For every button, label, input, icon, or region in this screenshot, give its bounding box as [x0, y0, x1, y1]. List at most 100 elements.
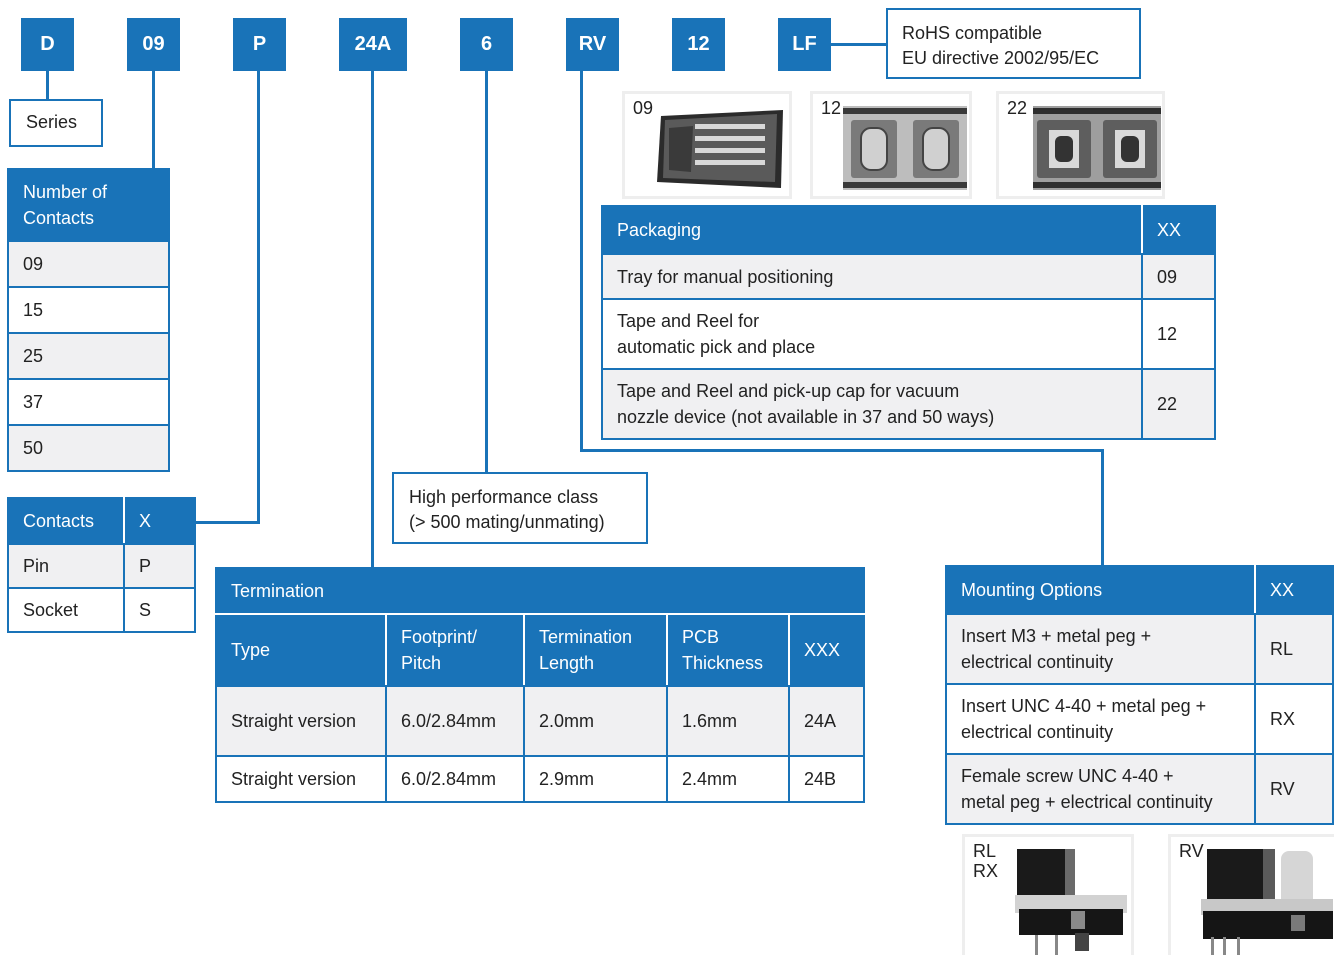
contacts-type-label: Socket — [7, 587, 125, 633]
series-label: Series — [9, 99, 103, 147]
packaging-desc-cell: Tape and Reel and pick-up cap for vacuum… — [601, 368, 1143, 440]
termination-header-footprint-line-2: Pitch — [401, 653, 442, 673]
table-row: Socket S — [7, 587, 196, 633]
contacts-type-header: Contacts X — [7, 497, 196, 545]
mounting-table: Mounting Options XX Insert M3 + metal pe… — [945, 565, 1334, 825]
mounting-desc-cell: Insert M3 + metal peg + electrical conti… — [945, 613, 1256, 685]
tape-reel-photo-icon — [843, 106, 967, 190]
termination-header-type: Type — [215, 613, 387, 687]
table-row: 25 — [7, 332, 170, 380]
termination-header-length: Termination Length — [523, 613, 668, 687]
termination-title: Termination — [215, 567, 865, 615]
table-row: 50 — [7, 424, 170, 472]
termination-header-pcb-line-1: PCB — [682, 627, 720, 647]
mounting-desc-cell: Insert UNC 4-40 + metal peg + electrical… — [945, 683, 1256, 755]
connector-line — [152, 71, 155, 169]
mounting-desc-line-1: Insert UNC 4-40 + metal peg + — [961, 696, 1207, 716]
contacts-number-cell: 09 — [7, 240, 170, 288]
mounting-photo-rv: RV — [1168, 834, 1334, 955]
termination-length-cell: 2.0mm — [523, 685, 668, 757]
contacts-number-cell: 37 — [7, 378, 170, 426]
packaging-photo-tray: 09 — [622, 91, 792, 199]
table-row: 09 — [7, 240, 170, 288]
packaging-code-cell: 22 — [1141, 368, 1216, 440]
termination-footprint-cell: 6.0/2.84mm — [385, 755, 525, 803]
code-performance: 6 — [460, 18, 513, 71]
mounting-code-cell: RV — [1254, 753, 1334, 825]
packaging-code-cell: 09 — [1141, 253, 1216, 300]
termination-header-length-line-2: Length — [539, 653, 595, 673]
packaging-desc-line-2: nozzle device (not available in 37 and 5… — [617, 407, 995, 427]
termination-header-pcb-line-2: Thickness — [682, 653, 764, 673]
termination-table: Termination Type Footprint/ Pitch Termin… — [215, 567, 865, 803]
connector-line — [371, 71, 374, 569]
contacts-number-header-line-2: Contacts — [23, 208, 95, 228]
packaging-desc-line-1: Tray for manual positioning — [617, 266, 834, 287]
rohs-note: RoHS compatible EU directive 2002/95/EC — [886, 8, 1141, 79]
packaging-photo-label: 12 — [821, 98, 842, 118]
connector-line — [257, 71, 260, 524]
termination-header-footprint: Footprint/ Pitch — [385, 613, 525, 687]
mounting-code-cell: RL — [1254, 613, 1334, 685]
mounting-photo-label-line-1: RL — [973, 841, 997, 861]
mounting-desc-line-1: Female screw UNC 4-40 + — [961, 766, 1174, 786]
table-row: Female screw UNC 4-40 + metal peg + elec… — [945, 753, 1334, 825]
termination-header-length-line-1: Termination — [539, 627, 633, 647]
contacts-number-header: Number of Contacts — [7, 168, 170, 242]
termination-code-cell: 24A — [788, 685, 865, 757]
packaging-desc-cell: Tray for manual positioning — [601, 253, 1143, 300]
packaging-photo-reel-cap: 22 — [996, 91, 1165, 199]
table-row: 37 — [7, 378, 170, 426]
mounting-photo-label-line-2: RX — [973, 861, 999, 881]
table-row: Tape and Reel for automatic pick and pla… — [601, 298, 1216, 370]
termination-code-cell: 24B — [788, 755, 865, 803]
mounting-photo-rl-rx: RL RX — [962, 834, 1134, 955]
table-row: Straight version 6.0/2.84mm 2.9mm 2.4mm … — [215, 755, 865, 803]
contacts-number-cell: 50 — [7, 424, 170, 472]
contacts-type-header-code: X — [123, 497, 196, 545]
connector-line — [46, 71, 49, 99]
code-series: D — [21, 18, 74, 71]
packaging-header-row: Packaging XX — [601, 205, 1216, 255]
packaging-desc-line-1: Tape and Reel and pick-up cap for vacuum — [617, 381, 960, 401]
termination-title-row: Termination — [215, 567, 865, 615]
mounting-code-cell: RX — [1254, 683, 1334, 755]
packaging-desc-line-2: automatic pick and place — [617, 337, 816, 357]
contacts-number-header-cell: Number of Contacts — [7, 168, 170, 242]
connector-line — [1101, 449, 1104, 566]
code-lead-free: LF — [778, 18, 831, 71]
termination-pcb-cell: 2.4mm — [666, 755, 790, 803]
female-screw-photo-icon — [1201, 849, 1333, 955]
mounting-desc-line-1: Insert M3 + metal peg + — [961, 626, 1152, 646]
termination-type-cell: Straight version — [215, 685, 387, 757]
mounting-desc-line-2: electrical continuity — [961, 722, 1114, 742]
performance-note: High performance class (> 500 mating/unm… — [392, 472, 648, 544]
table-row: Straight version 6.0/2.84mm 2.0mm 1.6mm … — [215, 685, 865, 757]
termination-type-cell: Straight version — [215, 755, 387, 803]
packaging-desc-line-1: Tape and Reel for — [617, 311, 760, 331]
contacts-type-label: Pin — [7, 543, 125, 589]
termination-footprint-cell: 6.0/2.84mm — [385, 685, 525, 757]
mounting-photo-label: RV — [1179, 841, 1204, 861]
connector-line — [196, 521, 260, 524]
termination-pcb-cell: 1.6mm — [666, 685, 790, 757]
contacts-type-header-label: Contacts — [7, 497, 125, 545]
code-packaging: 12 — [672, 18, 725, 71]
packaging-header-label: Packaging — [601, 205, 1143, 255]
connector-line — [580, 71, 583, 452]
tape-reel-cap-photo-icon — [1033, 106, 1161, 190]
packaging-code-cell: 12 — [1141, 298, 1216, 370]
contacts-number-cell: 15 — [7, 286, 170, 334]
termination-header-row: Type Footprint/ Pitch Termination Length… — [215, 613, 865, 687]
mounting-desc-cell: Female screw UNC 4-40 + metal peg + elec… — [945, 753, 1256, 825]
packaging-photo-reel: 12 — [810, 91, 972, 199]
termination-header-type-text: Type — [231, 640, 271, 660]
packaging-table: Packaging XX Tray for manual positioning… — [601, 205, 1216, 440]
series-text: Series — [26, 112, 78, 132]
table-row: Tape and Reel and pick-up cap for vacuum… — [601, 368, 1216, 440]
contacts-type-code: P — [123, 543, 196, 589]
code-contact-type: P — [233, 18, 286, 71]
packaging-header-code: XX — [1141, 205, 1216, 255]
performance-line-2: (> 500 mating/unmating) — [409, 512, 605, 532]
contacts-number-table: Number of Contacts 09 15 25 37 50 — [7, 168, 170, 472]
